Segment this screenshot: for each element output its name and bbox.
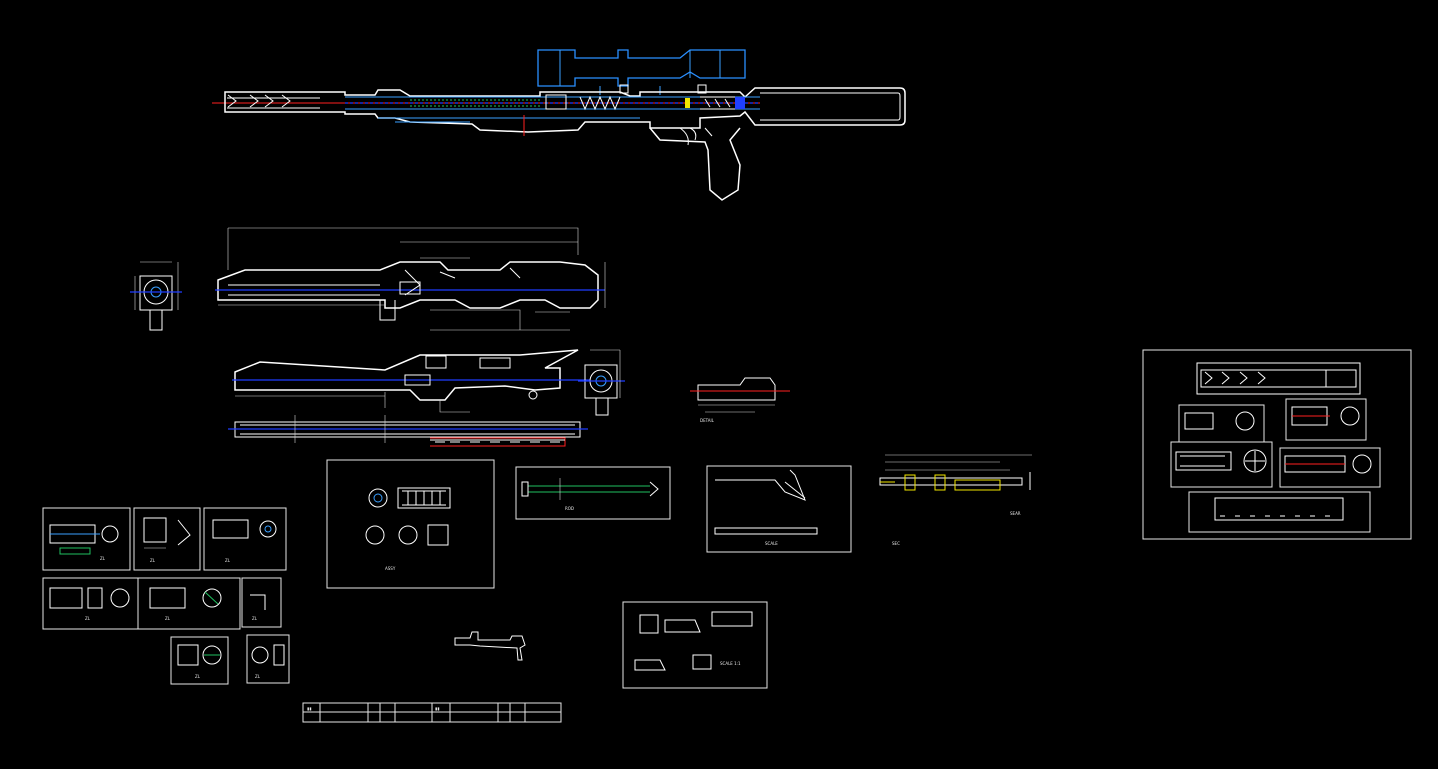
svg-text:ZL: ZL xyxy=(252,616,258,621)
svg-text:ZL: ZL xyxy=(225,558,231,563)
trigger-detail-sheet-2: SCALE 1:1 xyxy=(622,601,768,689)
svg-text:ROD: ROD xyxy=(565,506,574,511)
grip-and-trigger xyxy=(649,127,741,201)
title-block: ▮▮ ▮▮ xyxy=(302,702,562,723)
svg-text:ZL: ZL xyxy=(150,558,156,563)
barrel-outline xyxy=(224,87,906,133)
sear-detail-sheet: SEAR SEC xyxy=(879,454,1032,546)
svg-text:ZL: ZL xyxy=(255,674,261,679)
receiver-side-view xyxy=(232,349,625,416)
barrel-view xyxy=(228,415,588,447)
svg-text:ASSY: ASSY xyxy=(385,566,396,571)
detail-sheet-e: ZL xyxy=(241,577,282,628)
svg-text:▮▮: ▮▮ xyxy=(307,706,311,711)
main-assembly-drawing xyxy=(212,49,906,201)
detail-sheet-a: ZL xyxy=(42,507,131,571)
detail-sheet-d: ZL ZL xyxy=(42,577,241,630)
rod-detail-sheet: ROD xyxy=(515,466,671,520)
detail-sheet-f: ZL xyxy=(170,636,229,685)
detail-sheet-c: ZL xyxy=(203,507,287,571)
trigger-detail-sheet: SCALE xyxy=(706,465,852,553)
svg-text:ZL: ZL xyxy=(195,674,201,679)
svg-text:SCALE 1:1: SCALE 1:1 xyxy=(720,661,741,666)
svg-text:ZL: ZL xyxy=(165,616,171,621)
scope-outline xyxy=(537,49,746,87)
svg-text:DETAIL: DETAIL xyxy=(700,418,715,423)
detail-sheet-b: ZL xyxy=(133,507,201,571)
detail-sheet-g: ZL xyxy=(246,634,290,684)
svg-text:▮▮: ▮▮ xyxy=(435,706,439,711)
svg-text:SEAR: SEAR xyxy=(1010,511,1021,516)
muzzle-part-drawing: DETAIL xyxy=(690,377,790,423)
svg-text:ZL: ZL xyxy=(85,616,91,621)
muzzle-detail-sheet: ASSY xyxy=(326,459,495,589)
assembly-parts-sheet xyxy=(1142,349,1412,540)
svg-text:SCALE: SCALE xyxy=(765,541,778,546)
svg-text:SEC: SEC xyxy=(892,541,900,546)
bore-internals xyxy=(345,84,760,123)
receiver-top-view xyxy=(130,227,606,331)
svg-text:ZL: ZL xyxy=(100,556,106,561)
lever-part-drawing xyxy=(454,631,526,661)
